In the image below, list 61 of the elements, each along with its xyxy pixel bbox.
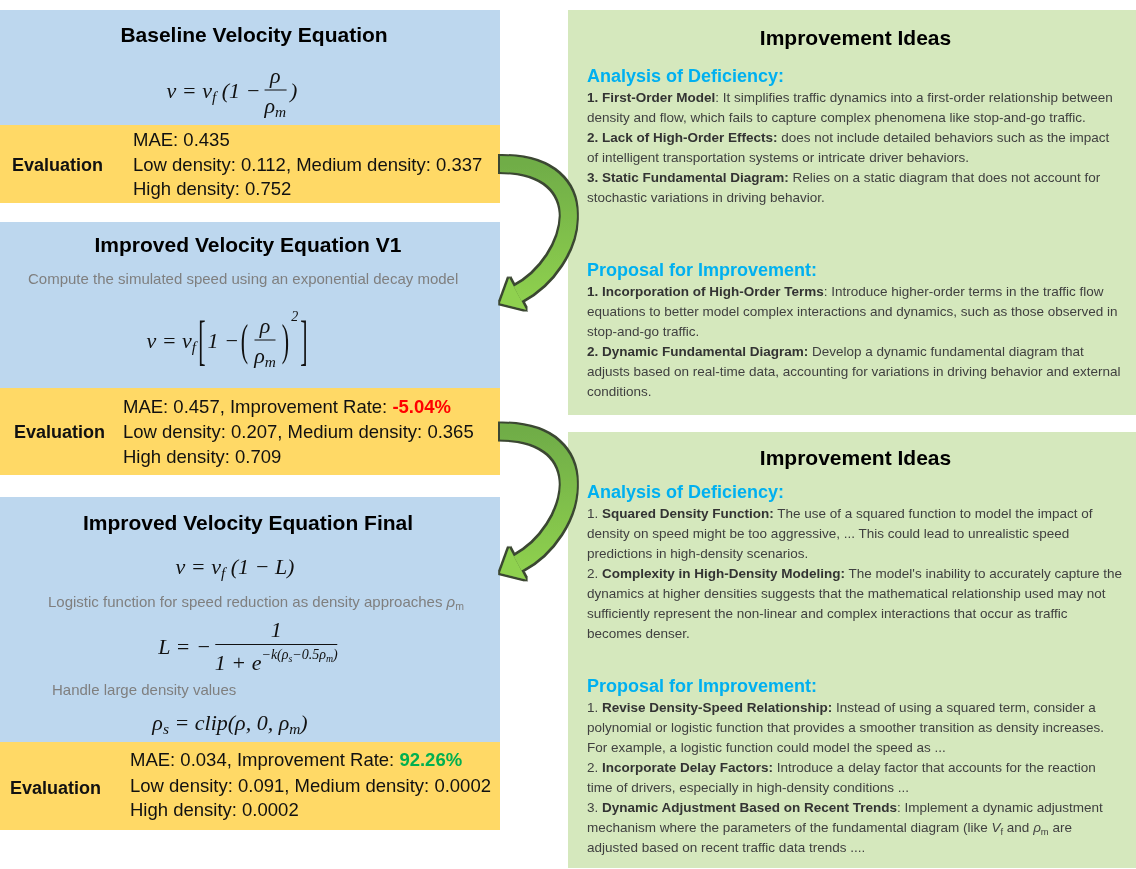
equation-bracket: ] bbox=[300, 308, 308, 372]
fraction-denominator: 1 + e bbox=[214, 650, 262, 675]
list-item: 2. Lack of High-Order Effects: does not include detailed behaviors such as the impact of intelligent transportation systems or intricate driver behaviors. bbox=[587, 129, 1111, 167]
equation-text: 1 − bbox=[207, 327, 239, 353]
equation-panel bbox=[0, 222, 500, 388]
panel-title: Improved Velocity Equation V1 bbox=[94, 232, 402, 258]
panel-title: Improved Velocity Equation Final bbox=[82, 510, 414, 536]
equation-text: v = v$_{f}$ (1 − bbox=[166, 77, 261, 103]
list-item: 1. Squared Density Function: The use of a squared function to model the impact of density on speed might be too aggressive, ... This could lead to unrealistic speed predictions in high-density scenarios. bbox=[587, 505, 1094, 563]
equation-text: v = v$_{f}$ bbox=[146, 327, 197, 353]
fraction-numerator: ρ bbox=[259, 312, 271, 338]
fraction-numerator: ρ bbox=[269, 62, 281, 88]
improvement-ideas-panel bbox=[568, 432, 1136, 868]
list-item: 1. First-Order Model: It simplifies traffic dynamics into a first-order relationship between density and flow, which fails to capture complex phenomena like stop-and-go traffic. bbox=[587, 89, 1114, 127]
equation-panel bbox=[0, 497, 500, 742]
fraction-denominator: ρ$_{m}$ bbox=[254, 342, 276, 368]
list-item: 2. Dynamic Fundamental Diagram: Develop a dynamic fundamental diagram that adjusts based on real-time data, accounting for variations in driving behavior and external conditions. bbox=[587, 343, 1122, 401]
exponent: −k(ρ$_{s}$−0.5ρ$_{m}$) bbox=[261, 647, 338, 663]
list-item: 3. Static Fundamental Diagram: Relies on a static diagram that does not account for stochastic variations in driving behavior. bbox=[587, 169, 1102, 207]
metric-text: Low density: 0.207, Medium density: 0.365 bbox=[123, 421, 474, 443]
equation-description: Compute the simulated speed using an exponential decay model bbox=[28, 268, 459, 288]
improvement-ideas-panel bbox=[568, 10, 1136, 415]
metric-text: Low density: 0.112, Medium density: 0.337 bbox=[133, 154, 483, 176]
equation-bracket: ( bbox=[240, 315, 249, 365]
section-heading: Proposal for Improvement: bbox=[587, 675, 818, 698]
exponent: 2 bbox=[291, 308, 299, 324]
equation-text: ) bbox=[290, 77, 298, 103]
section-heading: Analysis of Deficiency: bbox=[587, 481, 785, 504]
evaluation-panel bbox=[0, 388, 500, 475]
evaluation-label: Evaluation bbox=[12, 154, 104, 176]
panel-title: Baseline Velocity Equation bbox=[120, 22, 388, 48]
equation-bracket: [ bbox=[198, 308, 206, 372]
panel-title: Improvement Ideas bbox=[759, 25, 952, 51]
metric-text: MAE: 0.457, Improvement Rate: -5.04% bbox=[123, 396, 452, 418]
equation-text: ρ$_{s}$ = clip(ρ, 0, ρ$_{m}$) bbox=[152, 709, 308, 735]
list-item: 1. Revise Density-Speed Relationship: Instead of using a squared term, consider a polynomial or logistic function that provides a smoother transition as density increases. For example, a logistic function could model the speed as ... bbox=[587, 699, 1105, 757]
metric-text: High density: 0.752 bbox=[133, 178, 292, 200]
fraction-numerator: 1 bbox=[270, 617, 282, 642]
section-heading: Proposal for Improvement: bbox=[587, 259, 818, 282]
evaluation-panel bbox=[0, 125, 500, 203]
equation-description: Logistic function for speed reduction as density approaches ρ$_{m}$ bbox=[48, 591, 464, 611]
list-item: 2. Incorporate Delay Factors: Introduce a delay factor that accounts for the reaction time of drivers, especially in high-density conditions ... bbox=[587, 759, 1097, 797]
list-item: 2. Complexity in High-Density Modeling: The model's inability to accurately capture the dynamics at higher densities suggests that the mathematical relationship used may not sufficiently represent the non-linear and complex interactions that occur as traffic becomes denser. bbox=[587, 565, 1123, 643]
metric-text: MAE: 0.435 bbox=[133, 129, 230, 151]
metric-text: High density: 0.709 bbox=[123, 446, 282, 468]
list-item: 3. Dynamic Adjustment Based on Recent Trends: Implement a dynamic adjustment mechanism where the parameters of the fundamental diagram (like V$_{f}$ and ρ$_{m}$ are adjusted based on recent traffic data trends .... bbox=[587, 799, 1104, 857]
panel-title: Improvement Ideas bbox=[759, 445, 952, 471]
equation-text: L = − bbox=[158, 633, 211, 659]
evaluation-label: Evaluation bbox=[14, 421, 106, 443]
equation-bracket: ) bbox=[281, 315, 290, 365]
equation-description: Handle large density values bbox=[52, 679, 237, 699]
metric-text: Low density: 0.091, Medium density: 0.0002 bbox=[130, 775, 491, 797]
metric-text: High density: 0.0002 bbox=[130, 799, 299, 821]
equation-panel bbox=[0, 10, 500, 125]
section-heading: Analysis of Deficiency: bbox=[587, 65, 785, 88]
equation-text: v = v$_{f}$ (1 − L) bbox=[175, 553, 295, 579]
evaluation-label: Evaluation bbox=[10, 777, 102, 799]
fraction-denominator: ρ$_{m}$ bbox=[264, 92, 287, 118]
list-item: 1. Incorporation of High-Order Terms: Introduce higher-order terms in the traffic flow equations to better model complex interactions and dynamics, such as those observed in stop-and-go traffic. bbox=[587, 283, 1119, 341]
metric-text: MAE: 0.034, Improvement Rate: 92.26% bbox=[130, 749, 463, 771]
evaluation-panel bbox=[0, 742, 500, 830]
